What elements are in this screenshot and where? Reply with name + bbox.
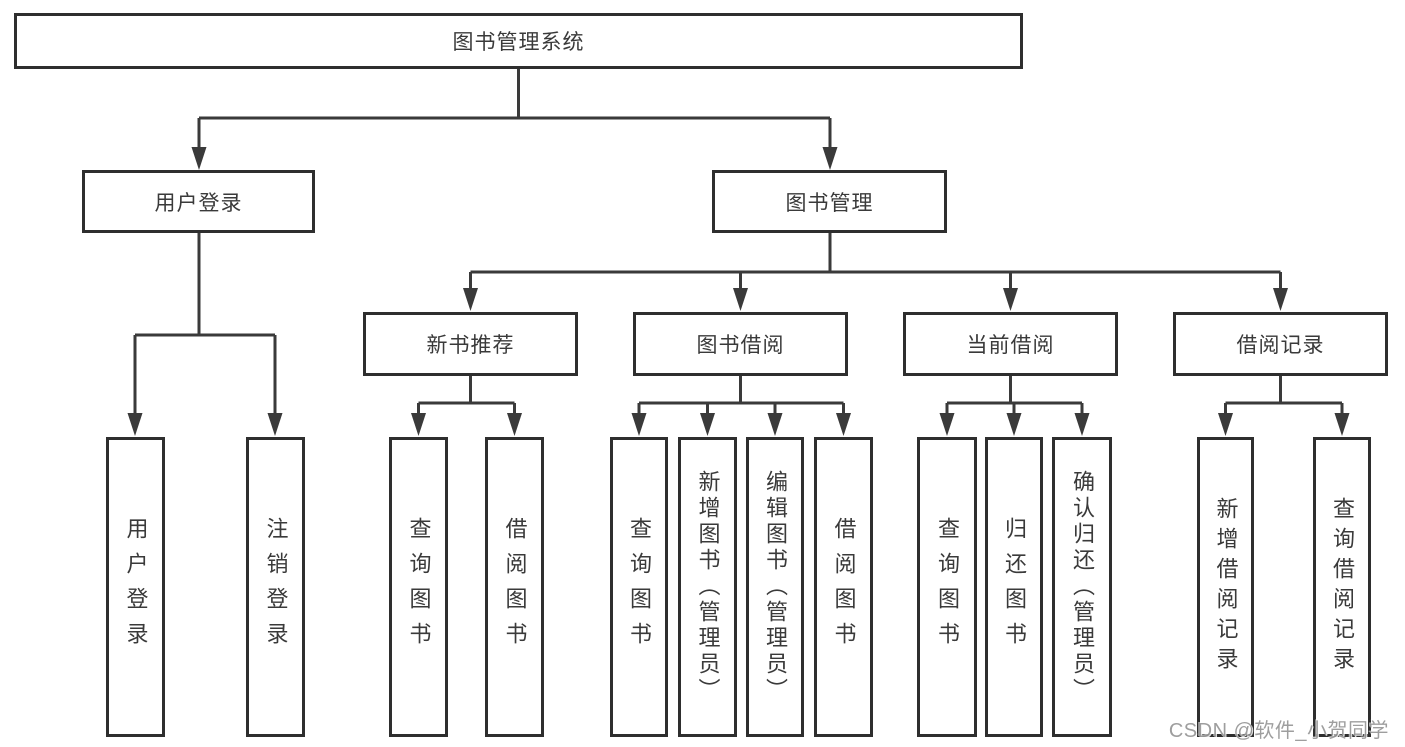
node-book-borrowing: 图书借阅 xyxy=(633,312,848,376)
node-query-borrow-record: 查询借阅记录 xyxy=(1313,437,1371,737)
node-label: 编辑图书（管理员） xyxy=(763,470,788,704)
node-query-books-current: 查询图书 xyxy=(917,437,977,737)
node-label: 借阅图书 xyxy=(831,517,857,657)
node-current-borrowing: 当前借阅 xyxy=(903,312,1118,376)
node-user-login-leaf: 用户登录 xyxy=(106,437,165,737)
node-label: 查询图书 xyxy=(406,517,432,657)
node-query-books-recommend: 查询图书 xyxy=(389,437,448,737)
node-label: 新增借阅记录 xyxy=(1213,497,1239,677)
node-label: 查询借阅记录 xyxy=(1330,497,1355,677)
node-label: 新增图书（管理员） xyxy=(695,470,721,704)
node-edit-book-admin: 编辑图书（管理员） xyxy=(746,437,804,737)
node-label: 查询图书 xyxy=(627,517,652,657)
node-label: 查询图书 xyxy=(935,517,960,657)
node-add-borrow-record: 新增借阅记录 xyxy=(1197,437,1254,737)
node-label: 归还图书 xyxy=(1002,517,1027,657)
node-label: 用户登录 xyxy=(123,517,149,657)
node-borrow-books-recommend: 借阅图书 xyxy=(485,437,544,737)
node-label: 借阅图书 xyxy=(502,517,528,657)
node-logout-leaf: 注销登录 xyxy=(246,437,305,737)
node-add-book-admin: 新增图书（管理员） xyxy=(678,437,737,737)
node-borrowing-records: 借阅记录 xyxy=(1173,312,1388,376)
node-user-login: 用户登录 xyxy=(82,170,315,233)
node-borrow-books-leaf: 借阅图书 xyxy=(814,437,873,737)
node-library-management-system: 图书管理系统 xyxy=(14,13,1023,69)
node-query-books-borrow: 查询图书 xyxy=(610,437,668,737)
node-label: 注销登录 xyxy=(263,517,289,657)
csdn-watermark: CSDN @软件_小贺同学 xyxy=(1168,720,1389,742)
node-new-book-recommendation: 新书推荐 xyxy=(363,312,578,376)
node-book-management: 图书管理 xyxy=(712,170,947,233)
node-label: 确认归还（管理员） xyxy=(1070,470,1095,704)
node-return-books: 归还图书 xyxy=(985,437,1043,737)
node-confirm-return-admin: 确认归还（管理员） xyxy=(1052,437,1112,737)
